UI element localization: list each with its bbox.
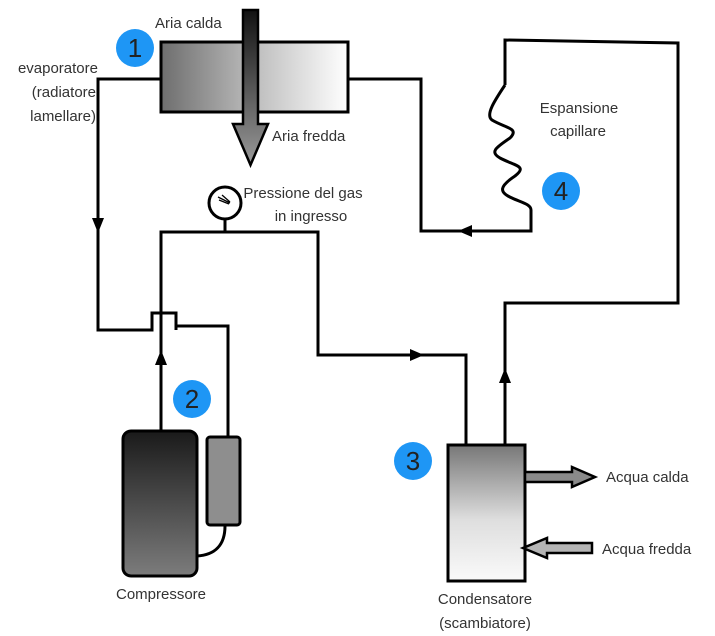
label-cold-water: Acqua fredda bbox=[602, 541, 692, 558]
cold-water-arrow bbox=[519, 536, 594, 560]
compressor-body bbox=[121, 429, 199, 578]
pipe-compressor-side bbox=[176, 324, 230, 438]
pipe-compressor-discharge bbox=[159, 230, 468, 445]
label-expansion-line1: Espansione bbox=[540, 100, 618, 117]
pressure-gauge-icon bbox=[207, 185, 243, 221]
label-evaporator-line2: (radiatore bbox=[32, 84, 96, 101]
badge-1: 1 bbox=[116, 29, 154, 67]
flow-arrow-up-compressor bbox=[155, 350, 167, 365]
flow-arrow-down bbox=[92, 218, 104, 233]
label-hot-water: Acqua calda bbox=[606, 469, 689, 486]
flow-arrow-left bbox=[458, 225, 472, 237]
compressor-wire bbox=[196, 525, 227, 558]
label-compressor: Compressore bbox=[116, 586, 206, 603]
label-gas-pressure-line2: in ingresso bbox=[275, 208, 348, 225]
label-condenser-line1: Condensatore bbox=[438, 591, 532, 608]
label-expansion-line2: capillare bbox=[550, 123, 606, 140]
svg-text:3: 3 bbox=[406, 446, 420, 476]
label-evaporator-line3: lamellare) bbox=[30, 108, 96, 125]
svg-text:4: 4 bbox=[554, 176, 568, 206]
pipe-condenser-to-expansion bbox=[503, 38, 680, 445]
flow-arrow-up-condenser bbox=[499, 368, 511, 383]
pipe-evaporator-to-expansion bbox=[348, 77, 533, 233]
label-gas-pressure-line1: Pressione del gas bbox=[243, 185, 362, 202]
compressor-motor bbox=[205, 435, 242, 527]
label-hot-air: Aria calda bbox=[155, 15, 222, 32]
badge-3: 3 bbox=[394, 442, 432, 480]
badge-4: 4 bbox=[542, 172, 580, 210]
flow-arrow-right bbox=[410, 349, 424, 361]
coil-icon bbox=[488, 84, 533, 211]
badge-2: 2 bbox=[173, 380, 211, 418]
pipe-evaporator-to-compressor bbox=[96, 77, 178, 332]
svg-text:2: 2 bbox=[185, 384, 199, 414]
condenser-exchanger bbox=[446, 443, 527, 583]
label-cold-air: Aria fredda bbox=[272, 128, 346, 145]
label-condenser-line2: (scambiatore) bbox=[439, 615, 531, 632]
air-flow-arrow bbox=[231, 8, 270, 169]
label-evaporator-line1: evaporatore bbox=[18, 60, 98, 77]
svg-text:1: 1 bbox=[128, 33, 142, 63]
hot-water-arrow bbox=[523, 465, 599, 489]
